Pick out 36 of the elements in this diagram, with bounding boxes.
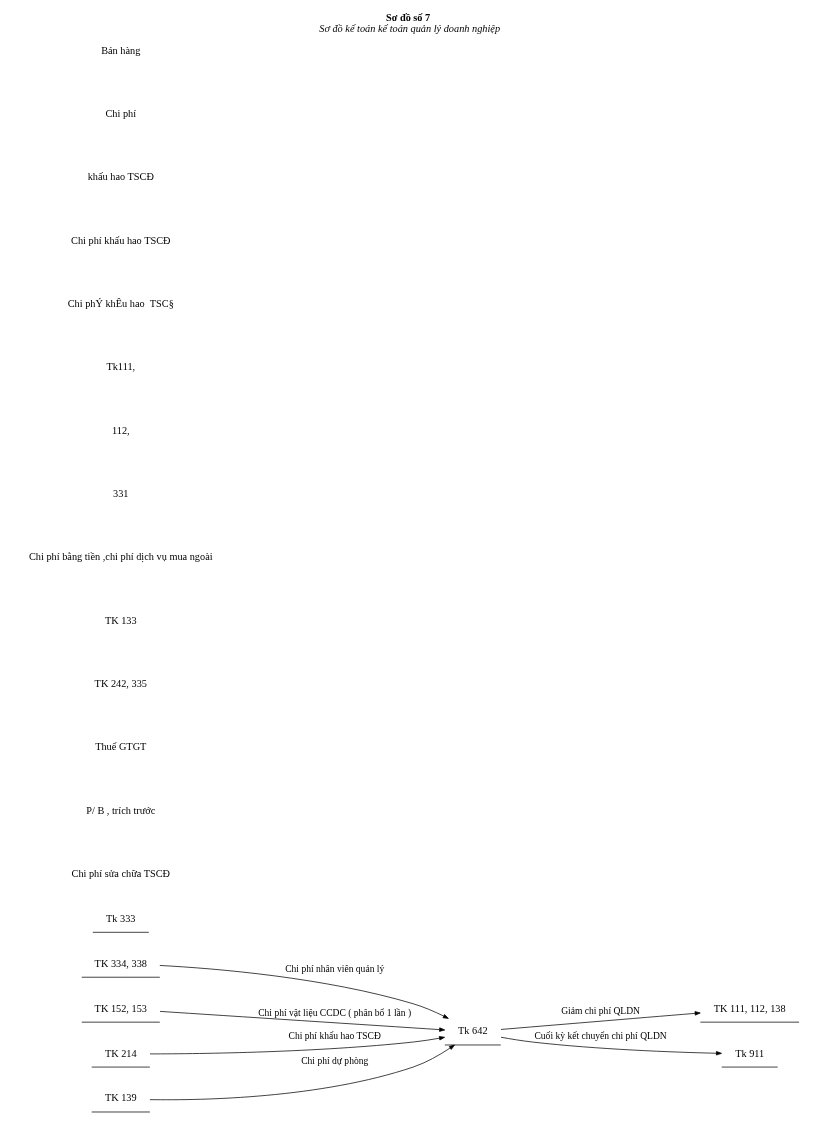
edge-label: Cuối kỳ kết chuyển chi phí QLDN	[534, 1030, 667, 1042]
arrow	[149, 1044, 455, 1101]
label: P/ B , trích trước	[86, 804, 156, 816]
node-text: TK 111, 112, 138	[713, 1002, 786, 1014]
label: Chi phí sửa chữa TSCĐ	[71, 867, 171, 879]
label: Bán hàng	[101, 44, 141, 56]
label: 112,	[111, 424, 130, 436]
edge-label: Chi phí khấu hao TSCĐ	[288, 1030, 381, 1042]
label: 331	[113, 487, 129, 499]
arrow	[500, 1011, 701, 1030]
label: Tk111,	[106, 361, 136, 373]
edge-label: Giảm chi phí QLDN	[561, 1004, 641, 1016]
label: TK 133	[104, 614, 137, 626]
edge-label: Chi phí vật liệu CCDC ( phân bổ 1 lần )	[258, 1006, 412, 1018]
caption: Sơ đồ kế toán kế toán quản lý doanh nghiệp	[319, 22, 501, 34]
edge-label: Chi phí nhân viên quản lý	[285, 962, 385, 974]
edge-label: Chi phí dự phòng	[301, 1055, 369, 1067]
label: TK 242, 335	[94, 677, 147, 689]
label: Chi phí	[105, 107, 137, 119]
arrow	[500, 1036, 722, 1056]
arrow	[159, 1011, 446, 1032]
node-text: Tk 333	[106, 912, 136, 924]
label: khấu hao TSCĐ	[87, 171, 154, 183]
arrow	[149, 1036, 445, 1055]
node-text: Tk 642	[458, 1025, 488, 1037]
node-text: TK 214	[104, 1047, 137, 1059]
node-text: TK 334, 338	[94, 957, 147, 969]
label: Chi phÝ khÊu hao TSC§	[67, 297, 174, 309]
arrow	[159, 965, 449, 1019]
label: Chi phí khấu hao TSCĐ	[71, 234, 171, 246]
node-text: TK 152, 153	[94, 1002, 147, 1014]
node-text: Tk 911	[735, 1047, 765, 1059]
label: Thuế GTGT	[95, 741, 147, 753]
diagram-title: Sơ đồ số 7	[385, 12, 431, 24]
label: Chi phí bằng tiền ,chi phí dịch vụ mua ngoài	[28, 551, 213, 563]
node-text: TK 139	[104, 1092, 137, 1104]
